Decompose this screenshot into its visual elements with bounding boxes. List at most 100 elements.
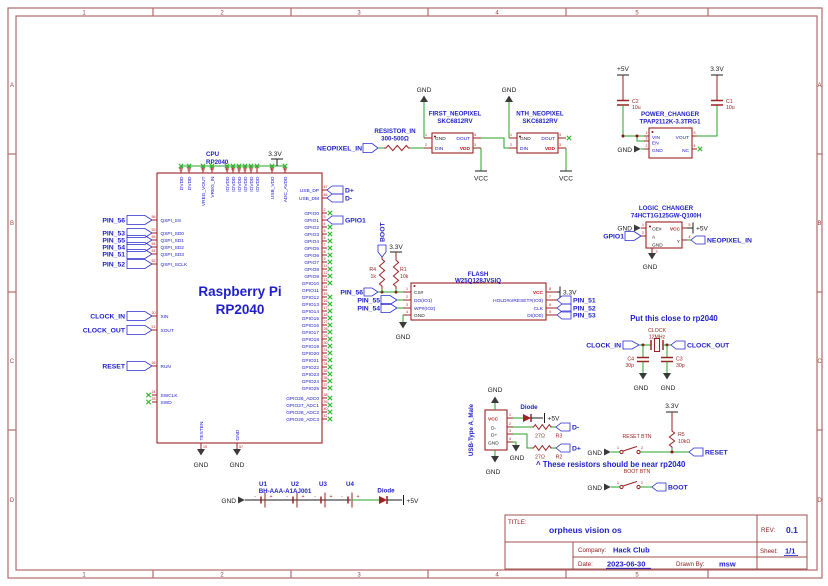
pin-name: GPIO19 xyxy=(302,344,320,350)
pin-name: GND xyxy=(652,148,663,154)
pin-name: CS# xyxy=(414,290,424,296)
pin-name: GPIO25 xyxy=(302,386,320,392)
cpu-right-pins: 47 46 2 3 4 5 6 7 8 9 11 12 13 14 15 16 … xyxy=(286,185,366,423)
net-label: PIN_51 xyxy=(573,298,596,305)
pin-number: 7 xyxy=(324,243,326,247)
pin-number: 1 xyxy=(642,223,644,227)
pin-name: GPIO20 xyxy=(302,351,320,357)
pin-number: 2 xyxy=(324,208,326,212)
pin-name: GPIO29_ADC3 xyxy=(286,417,319,423)
pin-name: VOUT xyxy=(676,135,689,141)
gnd-icon xyxy=(399,322,407,329)
battery-part: BH-AAA-A1AJ001 xyxy=(259,488,312,495)
pin-number: 11 xyxy=(324,264,328,268)
pin-number: 16 xyxy=(324,299,328,303)
pin-number: 23 xyxy=(187,168,191,172)
pin-number: 5 xyxy=(549,310,551,314)
rev-label: REV: xyxy=(761,527,775,534)
frame-col-label: 1 xyxy=(82,573,86,579)
pin-number: 2 xyxy=(425,143,427,147)
frame-col-label: 5 xyxy=(635,573,639,579)
net-label: PIN_52 xyxy=(573,306,596,313)
no-connect-icon xyxy=(697,146,703,152)
pin-name: QSPI_SD2 xyxy=(161,245,185,251)
pin-name: GPIO4 xyxy=(304,239,319,245)
pin-name: Y xyxy=(677,239,681,245)
battery-minus: - xyxy=(286,494,288,500)
pin-number: 4 xyxy=(694,144,696,148)
neopixel-part: SKC6812RV xyxy=(522,118,558,125)
gnd-label: GND xyxy=(510,455,525,462)
gnd-icon xyxy=(604,483,611,491)
pin-number: 19 xyxy=(203,445,207,449)
pin-number: 25 xyxy=(152,397,156,401)
power-flag-5v: +5V xyxy=(696,226,709,233)
resistor-value: 10kΩ xyxy=(678,439,690,445)
company-label: Company: xyxy=(578,547,606,554)
pin-number: 2 xyxy=(646,144,648,148)
gnd-label: GND xyxy=(587,450,602,457)
no-connect-icon xyxy=(566,135,572,141)
pin-name: OE# xyxy=(652,227,662,233)
frame-col-label: 2 xyxy=(220,573,224,579)
pin-name: GPIO24 xyxy=(302,379,320,385)
pin-number: 8 xyxy=(324,250,326,254)
net-label: PIN_55 xyxy=(102,238,125,245)
gnd-label: GND xyxy=(194,462,209,469)
gnd-icon xyxy=(604,448,611,456)
battery-ref: U2 xyxy=(291,481,299,488)
pin-name: GPIO5 xyxy=(304,246,319,252)
cap-value: 30p xyxy=(625,363,634,369)
pin-number: 3 xyxy=(559,143,561,147)
reset-boot-section: 3.3V R5 10kΩ GND 1 2 RESET BTN RESET GND… xyxy=(587,403,728,492)
pin-name: DIN xyxy=(520,146,529,152)
pin-number: 24 xyxy=(152,390,156,394)
pin-number: 21 xyxy=(152,325,156,329)
pin-number: 3 xyxy=(509,429,511,433)
gnd-label: GND xyxy=(417,87,432,94)
net-label: D+ xyxy=(572,446,581,453)
pin-name: GPIO22 xyxy=(302,365,320,371)
frame-col-label: 5 xyxy=(635,11,639,17)
pin-number: 47 xyxy=(324,185,328,189)
pin-name: RUN xyxy=(161,364,172,370)
power-flag-3v3: 3.3V xyxy=(710,66,724,73)
pin-number: 8 xyxy=(549,287,551,291)
usb-section: USB-Type A_Male GND GND 1 2 3 4 VCC D- D… xyxy=(468,387,686,476)
net-label: RESET xyxy=(102,364,126,371)
neopixel-ref: FIRST_NEOPIXEL xyxy=(429,111,482,118)
pin-number: 1 xyxy=(510,133,512,137)
button-ref: BOOT BTN xyxy=(624,469,651,475)
pin-name: VDD xyxy=(460,146,471,152)
pin-number: 1 xyxy=(425,133,427,137)
cpu-bottom-pins: 19 57 TESTEN GND GND GND xyxy=(194,421,245,469)
net-label: PIN_54 xyxy=(102,245,125,252)
net-label: D- xyxy=(345,196,352,203)
pin-number: 1 xyxy=(509,413,511,417)
pin-name: USB_DM xyxy=(299,196,319,202)
battery-plus: + xyxy=(269,494,272,500)
pin-number: 14 xyxy=(324,285,328,289)
pin-number: 2 xyxy=(509,422,511,426)
cpu-body-name: RP2040 xyxy=(216,302,265,317)
pin-number: 37 xyxy=(324,383,328,387)
pin-name: HOLD#orRESET#(IO3) xyxy=(493,298,543,304)
company-value: Hack Club xyxy=(613,546,650,555)
pin-number: 55 xyxy=(152,235,156,239)
pin-number: 1 xyxy=(646,131,648,135)
resistor-ref: R2 xyxy=(556,455,563,461)
frame-row-label: B xyxy=(10,221,14,227)
pin-number: 17 xyxy=(324,306,328,310)
cap-ref: C4 xyxy=(627,357,634,363)
pin-name: IOVDD xyxy=(225,176,231,192)
pin-name: IOVDD xyxy=(237,176,243,192)
pc-part: TPAP2112K-3.3TRG1 xyxy=(639,119,701,126)
pin-number: 2 xyxy=(642,231,644,235)
cap-ref: C3 xyxy=(676,357,683,363)
power-flag-5v: +5V xyxy=(617,66,630,73)
usb-ref: USB-Type A_Male xyxy=(468,403,475,456)
pin-number: 3 xyxy=(406,303,408,307)
title-label: TITLE: xyxy=(508,519,527,526)
cap-value: 10u xyxy=(632,105,641,111)
pin-number: 36 xyxy=(324,376,328,380)
